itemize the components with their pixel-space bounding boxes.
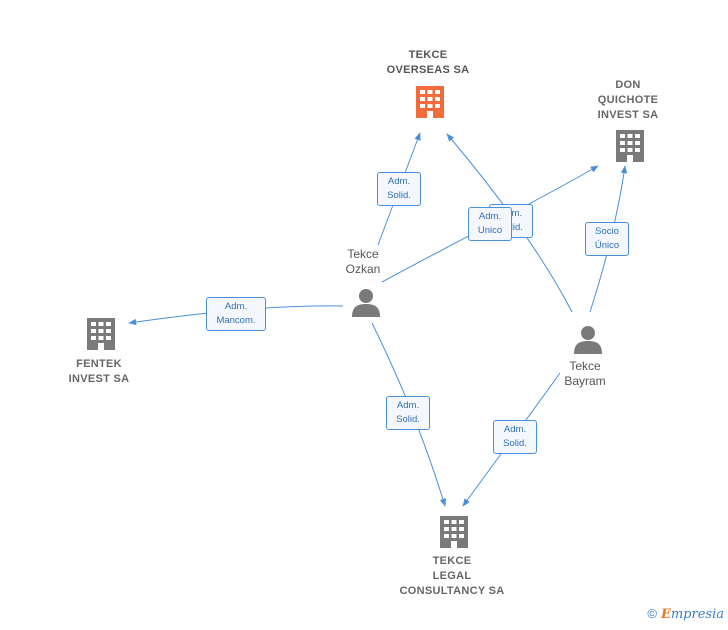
company-label-don-quichote[interactable]: DON QUICHOTE INVEST SA <box>597 79 659 121</box>
edge-label-bayram-donquichote[interactable]: Socio Único <box>585 222 629 256</box>
person-icon-tekce-ozkan[interactable] <box>352 289 380 317</box>
empresia-brand[interactable]: ©Empresia <box>647 606 724 622</box>
company-label-tekce-overseas[interactable]: TEKCE OVERSEAS SA <box>386 49 470 76</box>
person-label-tekce-bayram[interactable]: Tekce Bayram <box>564 359 606 388</box>
brand-initial: E <box>660 607 671 622</box>
building-icon-don-quichote[interactable] <box>616 130 644 162</box>
edge-label-ozkan-legal[interactable]: Adm. Solid. <box>386 396 430 430</box>
company-label-fentek[interactable]: FENTEK INVEST SA <box>68 358 130 385</box>
company-label-tekce-legal[interactable]: TEKCE LEGAL CONSULTANCY SA <box>399 555 505 597</box>
edge-label-bayram-legal[interactable]: Adm. Solid. <box>493 420 537 454</box>
person-label-tekce-ozkan[interactable]: Tekce Ozkan <box>345 247 381 276</box>
copyright-icon: © <box>647 606 657 621</box>
building-icon-fentek[interactable] <box>87 318 115 350</box>
person-icon-tekce-bayram[interactable] <box>574 326 602 354</box>
building-icon-tekce-legal[interactable] <box>440 516 468 548</box>
brand-name: mpresia <box>670 607 724 622</box>
edge-label-ozkan-donquichote[interactable]: Adm. Unico <box>468 207 512 241</box>
edge-label-ozkan-fentek[interactable]: Adm. Mancom. <box>206 297 266 331</box>
building-icon-tekce-overseas[interactable] <box>416 86 444 118</box>
edge-label-ozkan-overseas[interactable]: Adm. Solid. <box>377 172 421 206</box>
